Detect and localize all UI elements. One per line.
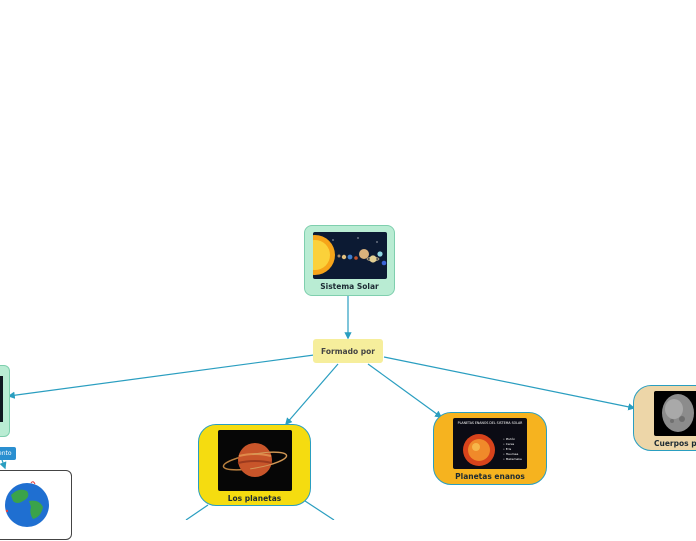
connector-planetas-child-left bbox=[185, 504, 209, 520]
node-label: Sistema Solar bbox=[320, 282, 379, 291]
node-label: Formado por bbox=[321, 346, 375, 356]
connector-left-tierra bbox=[0, 459, 7, 470]
connector-formado-left bbox=[7, 354, 315, 399]
node-cuerpos[interactable]: Cuerpos pe bbox=[633, 385, 696, 451]
node-los-planetas[interactable]: Los planetas bbox=[198, 424, 311, 506]
node-label: Cuerpos pe bbox=[654, 439, 696, 448]
ringed-planet-image bbox=[217, 430, 292, 491]
node-sistema-solar[interactable]: Sistema Solar bbox=[304, 225, 395, 296]
svg-text:• Makemake: • Makemake bbox=[503, 457, 522, 461]
connector-lines bbox=[0, 296, 636, 520]
node-formado-por[interactable]: Formado por bbox=[313, 339, 383, 363]
asteroid-image bbox=[654, 391, 696, 436]
dark-space-image bbox=[0, 376, 3, 422]
svg-text:• Eris: • Eris bbox=[503, 447, 512, 451]
svg-text:• Plutón: • Plutón bbox=[503, 437, 515, 441]
svg-text:• Haumea: • Haumea bbox=[503, 452, 518, 456]
dwarf-planets-image: PLANETAS ENANOS DEL SISTEMA SOLAR • Plut… bbox=[453, 418, 527, 469]
connector-planetas-child-right bbox=[301, 498, 335, 520]
node-label: Los planetas bbox=[227, 494, 282, 503]
node-left-partial[interactable] bbox=[0, 365, 10, 437]
connector-formado-cuerpos bbox=[383, 356, 636, 411]
solar-system-image bbox=[312, 232, 387, 279]
earth-globe-image bbox=[5, 481, 49, 527]
connector-formado-enanos bbox=[367, 363, 443, 418]
node-tierra[interactable] bbox=[0, 470, 72, 540]
node-label: Planetas enanos bbox=[455, 472, 525, 481]
svg-text:PLANETAS ENANOS DEL SISTEMA SO: PLANETAS ENANOS DEL SISTEMA SOLAR bbox=[458, 421, 523, 425]
svg-text:• Ceres: • Ceres bbox=[503, 442, 515, 446]
connector-formado-planetas bbox=[285, 363, 339, 426]
relationship-tag[interactable]: ento bbox=[0, 447, 16, 460]
node-planetas-enanos[interactable]: PLANETAS ENANOS DEL SISTEMA SOLAR • Plut… bbox=[433, 412, 547, 485]
